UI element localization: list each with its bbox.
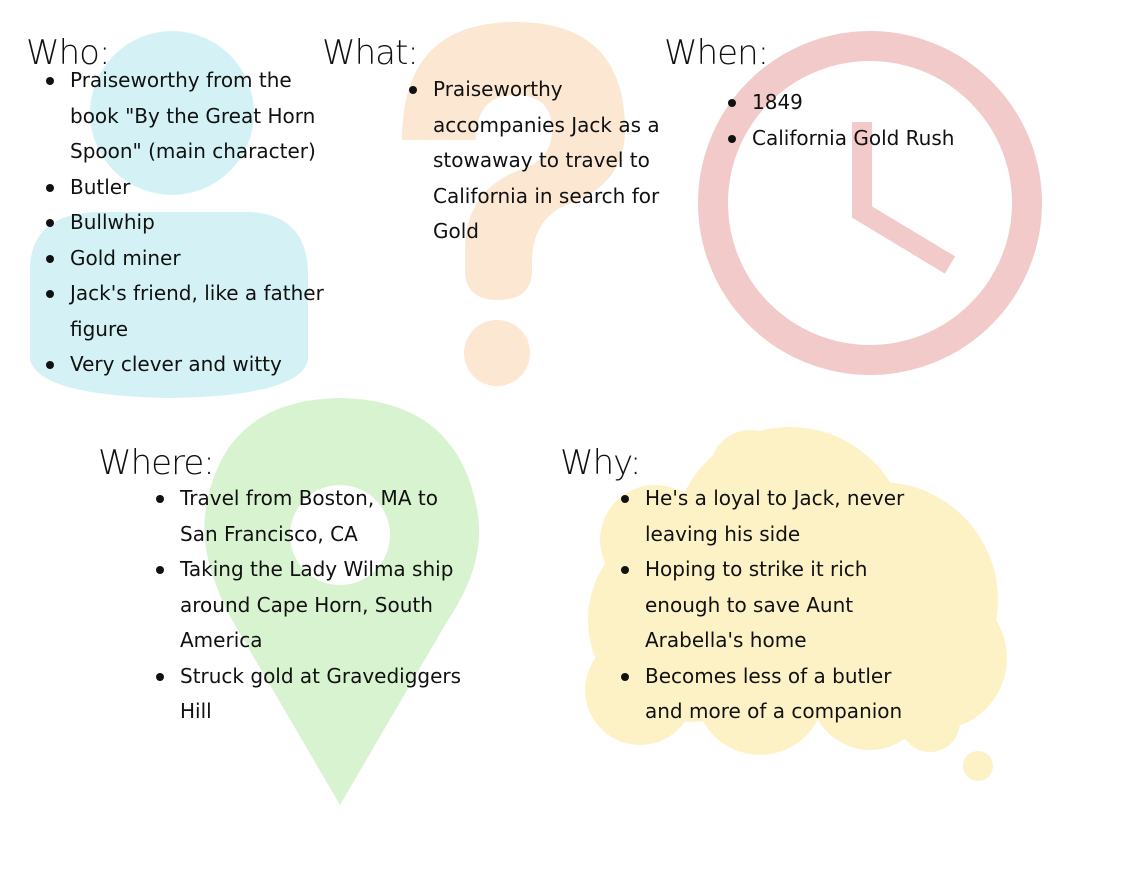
why-heading: Why: bbox=[560, 443, 641, 483]
where-heading: Where: bbox=[98, 443, 215, 483]
question-mark-icon bbox=[402, 22, 625, 386]
list-item: Bullwhip bbox=[46, 205, 345, 241]
who-list: Praiseworthy from the book "By the Great… bbox=[46, 63, 345, 383]
list-item: Gold miner bbox=[46, 241, 345, 277]
clock-icon bbox=[698, 31, 1042, 375]
list-item: He's a loyal to Jack, never leaving his … bbox=[621, 481, 930, 552]
thought-bubble-icon bbox=[585, 427, 1007, 781]
person-icon bbox=[30, 31, 308, 398]
list-item: Travel from Boston, MA to San Francisco,… bbox=[156, 481, 480, 552]
why-list: He's a loyal to Jack, never leaving his … bbox=[621, 481, 930, 730]
map-pin-icon bbox=[204, 398, 480, 805]
list-item: Praiseworthy accompanies Jack as a stowa… bbox=[409, 72, 673, 250]
what-list: Praiseworthy accompanies Jack as a stowa… bbox=[409, 72, 673, 250]
where-list: Travel from Boston, MA to San Francisco,… bbox=[156, 481, 480, 730]
list-item: Very clever and witty bbox=[46, 347, 345, 383]
list-item: Becomes less of a butler and more of a c… bbox=[621, 659, 930, 730]
list-item: Praiseworthy from the book "By the Great… bbox=[46, 63, 345, 170]
list-item: California Gold Rush bbox=[728, 121, 992, 157]
what-heading: What: bbox=[322, 33, 419, 73]
list-item: Taking the Lady Wilma ship around Cape H… bbox=[156, 552, 480, 659]
list-item: Jack's friend, like a father figure bbox=[46, 276, 345, 347]
who-heading: Who: bbox=[26, 33, 110, 73]
list-item: Struck gold at Gravediggers Hill bbox=[156, 659, 480, 730]
when-list: 1849 California Gold Rush bbox=[728, 85, 992, 157]
list-item: Butler bbox=[46, 170, 345, 206]
when-heading: When: bbox=[664, 33, 769, 73]
list-item: 1849 bbox=[728, 85, 992, 121]
list-item: Hoping to strike it rich enough to save … bbox=[621, 552, 930, 659]
